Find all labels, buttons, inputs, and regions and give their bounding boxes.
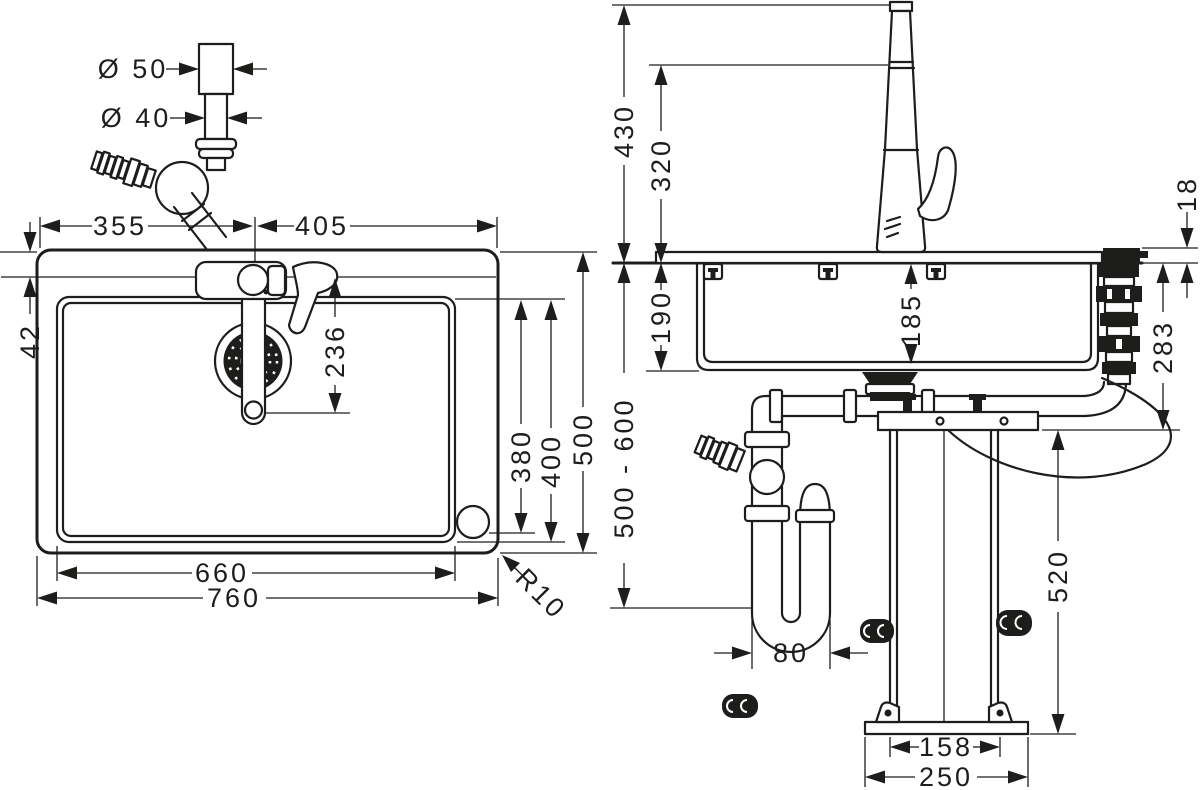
mounting-clip (925, 262, 947, 281)
dim-18: 18 (1142, 176, 1200, 298)
mounting-clip (817, 262, 839, 281)
dim-380: 380 (455, 298, 565, 534)
dim-label-400: 400 (536, 434, 566, 488)
faucet-front-view (875, 0, 957, 254)
hose-clip (722, 694, 758, 718)
dim-355: 355 (39, 211, 256, 261)
dim-405: 405 (257, 211, 498, 248)
sink-rim (654, 250, 1104, 265)
mounting-clip (702, 262, 724, 281)
dim-label-283: 283 (1148, 320, 1178, 374)
p-trap (693, 408, 836, 654)
dim-320: 320 (646, 65, 676, 263)
dim-185: 185 (896, 264, 926, 364)
front-view: 430 320 500 - 600 190 (609, 0, 1200, 790)
dim-label-190: 190 (646, 290, 676, 344)
bowl-wall-outer (695, 261, 1100, 372)
bowl-wall-inner (702, 261, 1093, 364)
dim-label-185: 185 (896, 293, 926, 347)
dim-label-500-600: 500 - 600 (609, 397, 639, 538)
dim-label-405: 405 (295, 211, 349, 241)
faucet-handle (287, 261, 339, 335)
dim-label-d50: Ø 50 (98, 54, 169, 84)
accessory-hole (455, 504, 491, 540)
faucet-top-view (194, 260, 339, 426)
sink-section (654, 250, 1104, 372)
dishwasher-hose (90, 150, 157, 189)
pedestal-console (722, 394, 1040, 736)
dim-label-236: 236 (320, 324, 350, 378)
dim-label-520: 520 (1043, 549, 1073, 603)
hose-clip (996, 610, 1032, 636)
dim-label-18: 18 (1172, 176, 1200, 212)
spout-outlet (243, 400, 264, 420)
sink-outer-edge (35, 248, 500, 555)
dim-drain-d40: Ø 40 (101, 103, 262, 133)
dim-drain-d50: Ø 50 (98, 54, 267, 84)
faucet-body (875, 9, 927, 254)
pullout-hose (946, 376, 1173, 479)
dim-label-760: 760 (207, 583, 261, 613)
dim-label-d40: Ø 40 (101, 103, 172, 133)
dim-236: 236 (266, 278, 350, 414)
diagonal-drain-pipe (172, 191, 228, 253)
dim-42: 42 (15, 222, 45, 359)
dim-label-430: 430 (609, 104, 639, 158)
dim-r10: R10 (502, 555, 572, 625)
faucet-lever (916, 146, 957, 222)
dim-label-80: 80 (773, 638, 809, 668)
dim-190: 190 (646, 263, 699, 372)
dim-520: 520 (1030, 430, 1076, 735)
dim-400: 400 (457, 300, 566, 543)
dim-500: 500 (500, 251, 598, 554)
dim-760: 760 (36, 556, 499, 613)
dishwasher-branch (693, 434, 746, 473)
dim-label-42: 42 (15, 323, 45, 359)
drain-pipe-assembly (90, 42, 238, 253)
dim-283: 283 (1042, 263, 1180, 431)
dim-label-320: 320 (646, 138, 676, 192)
dim-158: 158 (889, 732, 1001, 762)
dim-label-158: 158 (919, 732, 973, 762)
dim-500-600: 500 - 600 (609, 263, 752, 609)
dim-label-250: 250 (919, 762, 973, 790)
top-view: Ø 50 Ø 40 (0, 42, 598, 625)
dim-250: 250 (864, 737, 1029, 790)
dim-label-660: 660 (195, 558, 249, 588)
dim-80: 80 (714, 616, 868, 669)
dim-label-380: 380 (506, 429, 536, 483)
hose-clip (860, 619, 894, 643)
dim-label-355: 355 (93, 211, 147, 241)
dim-660: 660 (56, 546, 456, 588)
supply-valve-stack (1096, 248, 1148, 386)
dim-430: 430 (609, 5, 639, 263)
dim-label-500: 500 (568, 412, 598, 466)
